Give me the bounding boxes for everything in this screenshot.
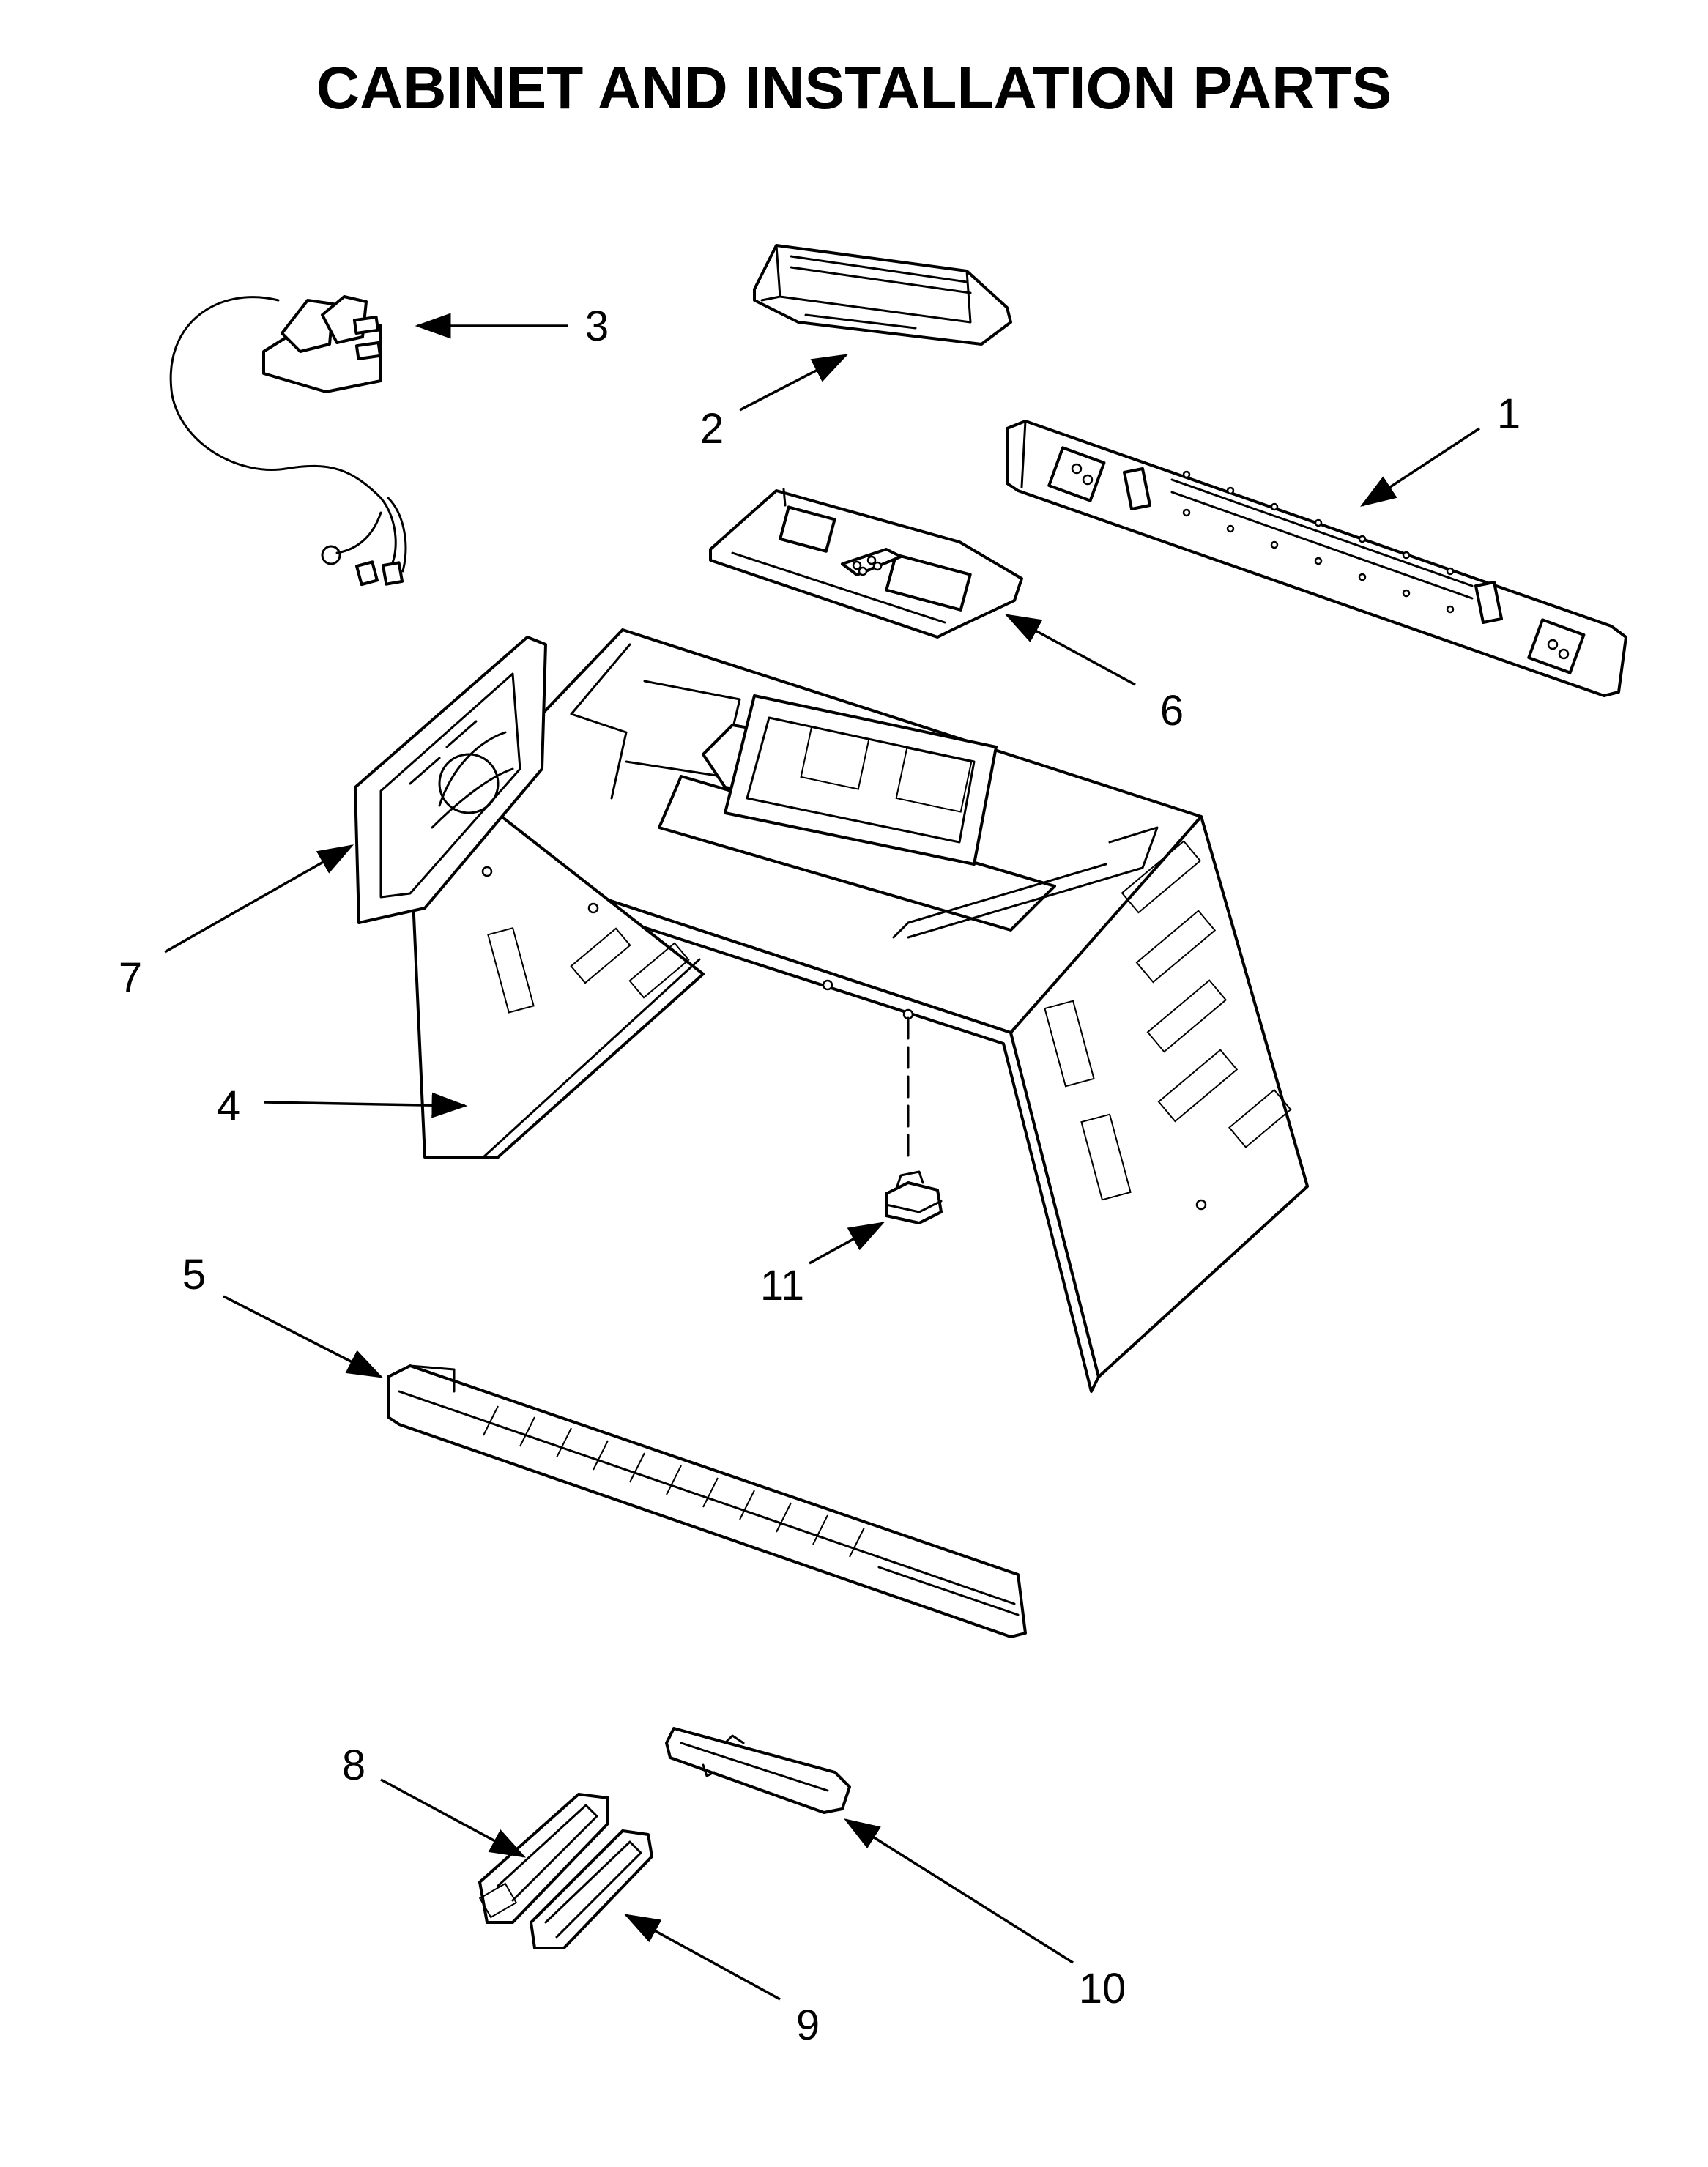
leader-line-4 — [263, 1092, 468, 1118]
power-cord-part — [169, 295, 407, 587]
leader-line-5 — [223, 1295, 384, 1378]
leader-line-8 — [380, 1778, 527, 1858]
callout-8: 8 — [342, 1742, 365, 1789]
cabinet-wrapper-part — [401, 628, 1309, 1393]
callout-2: 2 — [700, 405, 724, 453]
top-bracket-part — [753, 244, 1012, 346]
left-support-part — [478, 1793, 609, 1924]
right-support-part — [530, 1829, 653, 1949]
leader-line-9 — [623, 1914, 781, 2001]
callout-7: 7 — [119, 954, 142, 1002]
callout-6: 6 — [1160, 687, 1184, 735]
callout-3: 3 — [585, 302, 609, 350]
leader-lines — [164, 313, 1480, 2001]
control-bracket-part — [709, 488, 1023, 639]
callout-1: 1 — [1497, 390, 1521, 438]
callout-4: 4 — [217, 1082, 240, 1130]
callout-11: 11 — [760, 1262, 804, 1309]
callout-labels: 1 2 3 4 5 6 7 8 9 10 11 — [119, 302, 1521, 2049]
leader-line-1 — [1360, 427, 1480, 507]
vent-grille-part — [387, 1364, 1027, 1638]
vent-assembly-part — [354, 636, 547, 924]
clip-part — [885, 1170, 943, 1224]
leader-line-11 — [809, 1222, 885, 1265]
page-title: CABINET AND INSTALLATION PARTS — [316, 55, 1392, 122]
callout-9: 9 — [796, 2001, 820, 2049]
leader-line-10 — [844, 1818, 1074, 1964]
leader-line-6 — [1004, 614, 1136, 686]
mounting-plate-part — [1006, 420, 1627, 697]
leader-line-7 — [164, 844, 354, 954]
callout-5: 5 — [182, 1251, 206, 1298]
rail-part — [665, 1727, 851, 1814]
callout-10: 10 — [1079, 1965, 1126, 2012]
leader-line-2 — [739, 354, 849, 412]
